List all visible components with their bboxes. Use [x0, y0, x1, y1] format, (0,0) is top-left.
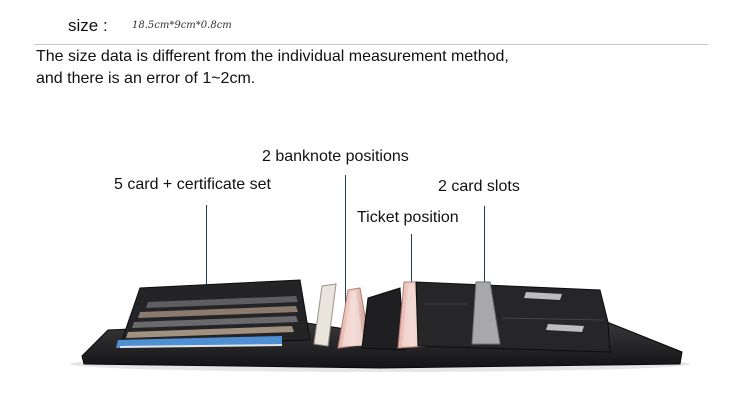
- slot-cutout-lower: [546, 324, 584, 332]
- callout-ticket-position: Ticket position: [357, 209, 459, 226]
- slot-card: [471, 281, 501, 345]
- card-stack: [116, 296, 298, 348]
- callout-card-slots: 2 card slots: [438, 178, 520, 195]
- slot-cutout-upper: [524, 292, 562, 300]
- measurement-note-line-1: The size data is different from the indi…: [36, 48, 509, 65]
- header-divider: [34, 44, 708, 45]
- spine-card: [313, 283, 337, 347]
- banknote-pocket: [361, 287, 405, 351]
- callout-banknote-positions: 2 banknote positions: [262, 148, 409, 165]
- leader-line-card-set: [206, 205, 207, 323]
- measurement-note-line-2: and there is an error of 1~2cm.: [36, 70, 256, 87]
- banknote-stack-left: [337, 287, 371, 349]
- leader-line-card-slots: [484, 206, 485, 326]
- size-label: size :: [68, 16, 108, 35]
- callout-card-certificate-set: 5 card + certificate set: [114, 176, 271, 193]
- leader-line-ticket: [411, 234, 412, 326]
- leader-line-banknote: [345, 175, 346, 327]
- card-holder-right: [415, 281, 611, 353]
- size-value: 18.5cm*9cm*0.8cm: [132, 20, 232, 31]
- stitching: [424, 303, 605, 321]
- wallet-photo: [70, 279, 690, 372]
